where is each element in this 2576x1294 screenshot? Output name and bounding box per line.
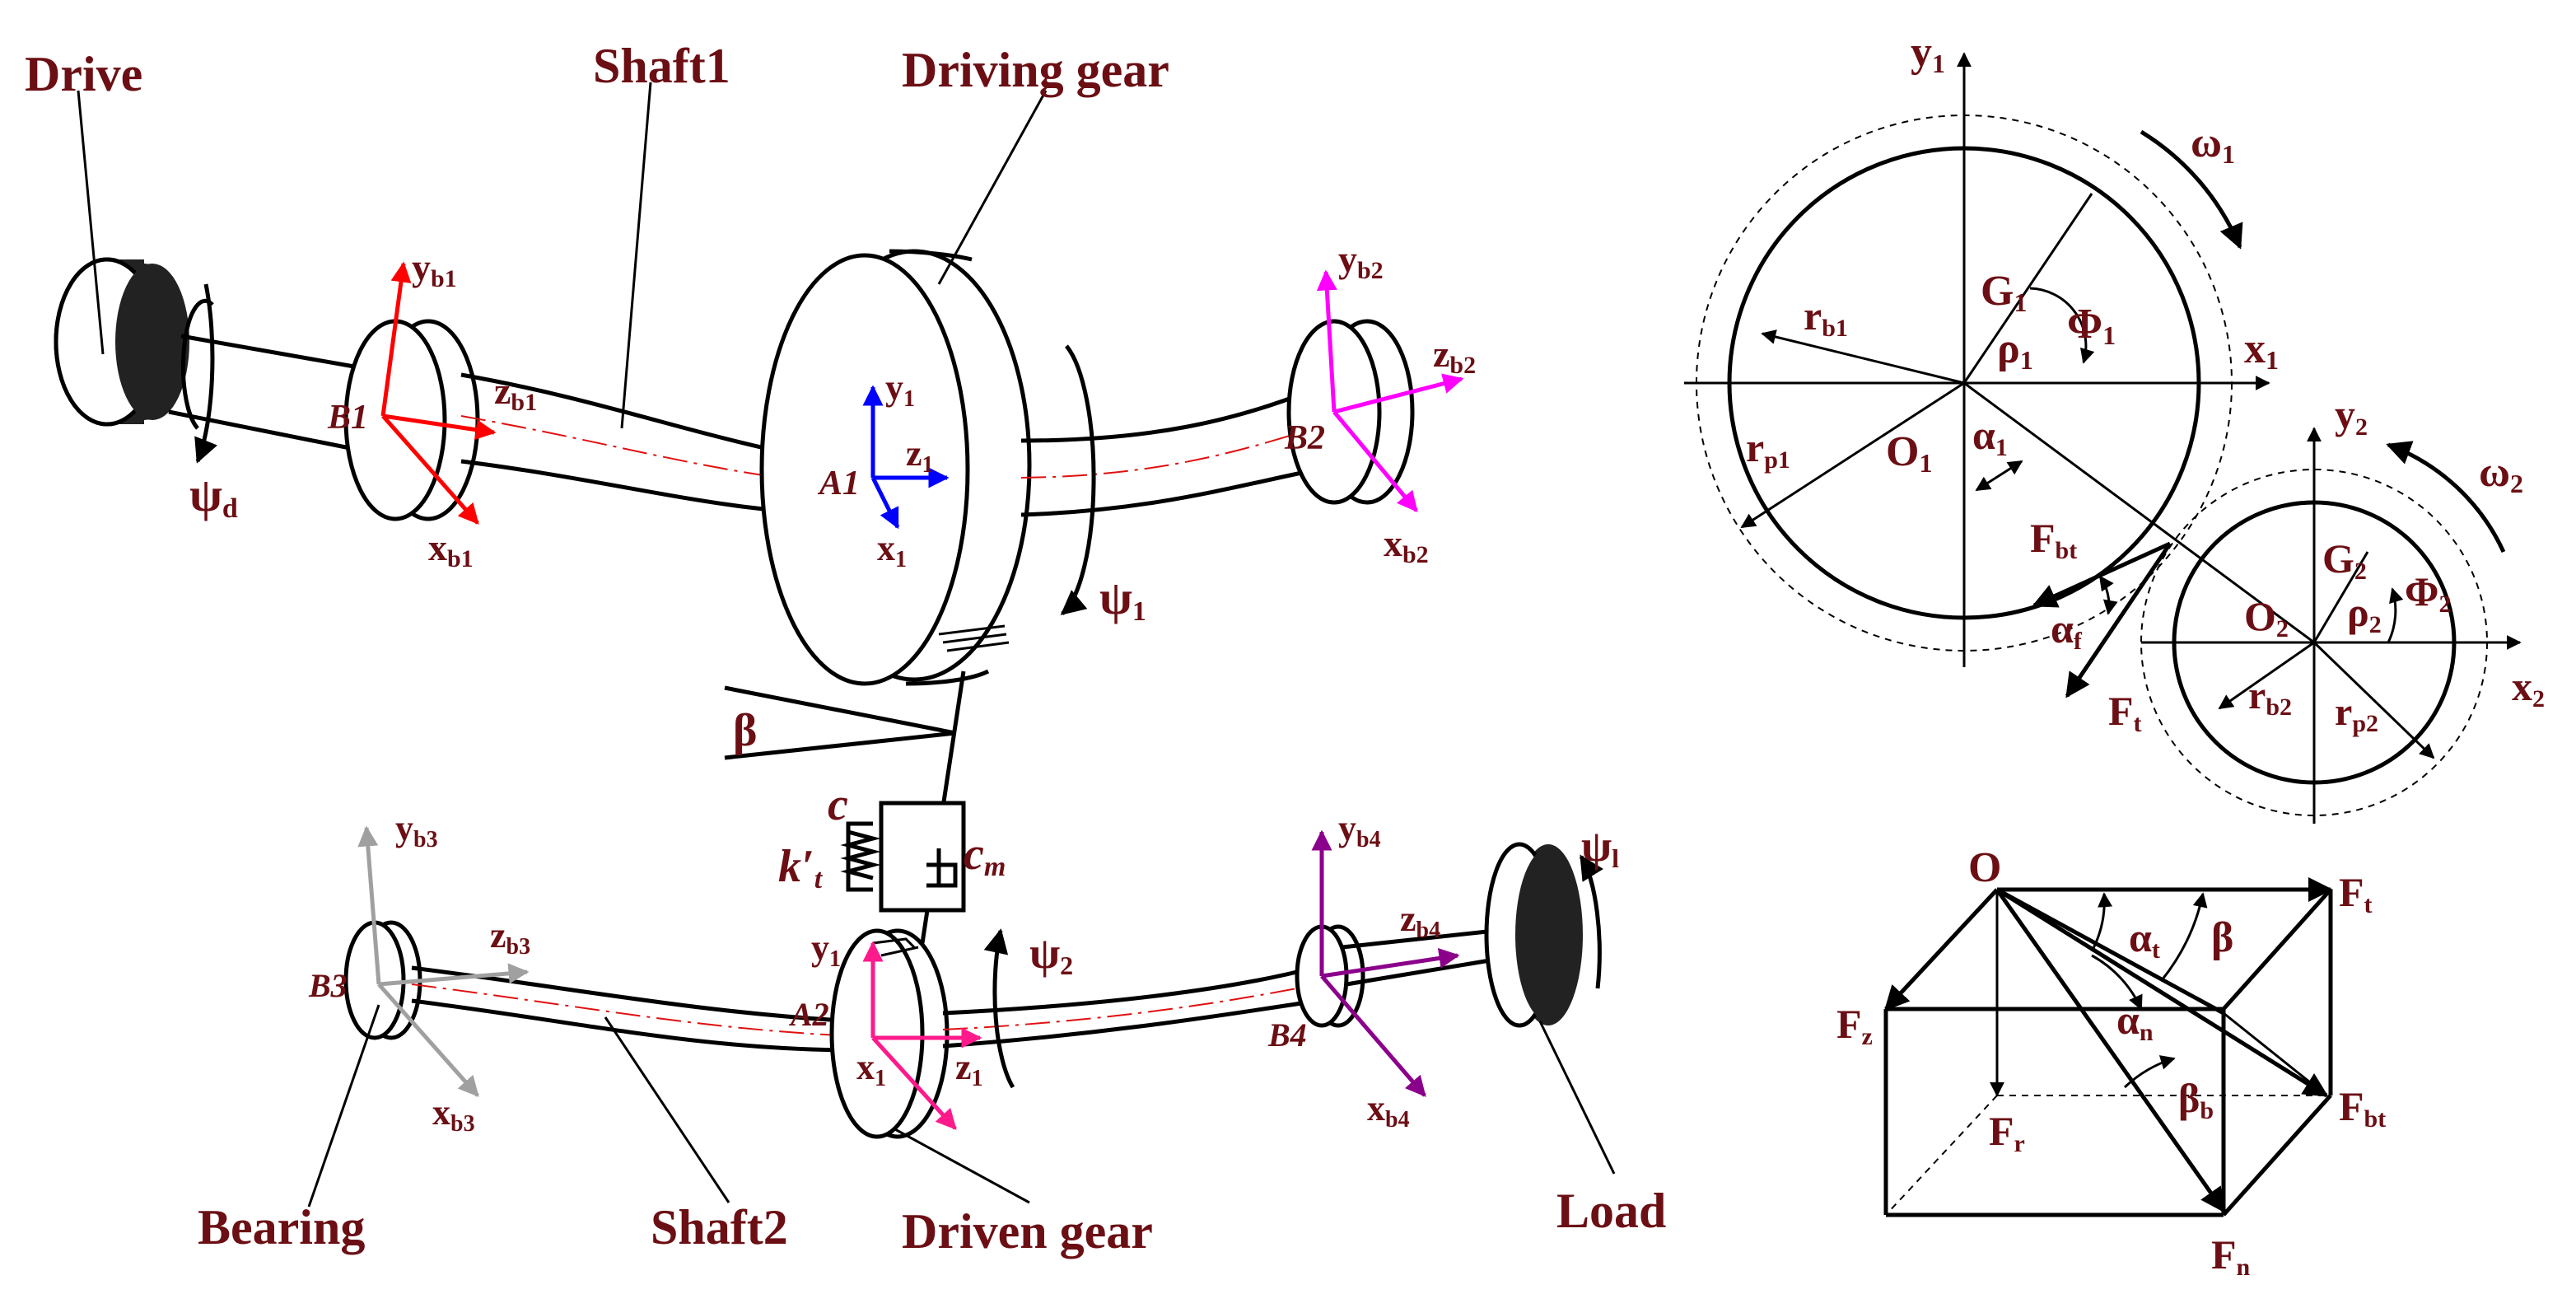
frame-gear2 bbox=[862, 941, 982, 1130]
frame-b1 bbox=[380, 261, 497, 525]
label-gd-omega1: ω1 bbox=[2191, 119, 2235, 169]
label-z-b4: zb4 bbox=[1400, 899, 1440, 943]
label-z-b2: zb2 bbox=[1433, 333, 1476, 379]
label-fd-alpha-t: αt bbox=[2129, 914, 2160, 964]
psi-l-arrow bbox=[1579, 854, 1604, 989]
label-fd-beta-b: βb bbox=[2178, 1075, 2214, 1124]
label-gd-omega2: ω2 bbox=[2479, 449, 2523, 498]
gear-pair-diagram bbox=[1684, 52, 2522, 824]
label-x-g1: x1 bbox=[877, 528, 907, 572]
label-x-b1: xb1 bbox=[428, 526, 474, 572]
label-gd-phi2: Φ2 bbox=[2405, 568, 2451, 618]
shaft1-right bbox=[1020, 389, 1318, 517]
label-B4: B4 bbox=[1267, 1016, 1307, 1053]
label-A2: A2 bbox=[788, 996, 829, 1033]
label-B1: B1 bbox=[327, 399, 368, 437]
label-fd-Fbt: Fbt bbox=[2339, 1083, 2386, 1133]
label-y-b4: yb4 bbox=[1338, 808, 1381, 853]
label-gd-Ft: Ft bbox=[2108, 688, 2142, 737]
label-c-m: cm bbox=[964, 829, 1006, 882]
label-fd-alpha-n: αn bbox=[2116, 997, 2154, 1046]
label-psi-1: ψ1 bbox=[1099, 571, 1146, 627]
label-gd-G2: G2 bbox=[2322, 535, 2367, 585]
label-gd-x2: x2 bbox=[2512, 663, 2545, 712]
label-fd-Fz: Fz bbox=[1836, 1001, 1873, 1050]
shaft2 bbox=[411, 965, 857, 1053]
force-decomposition-diagram bbox=[1883, 877, 2333, 1217]
mesh-coupling bbox=[724, 670, 966, 944]
label-psi-2: ψ2 bbox=[1029, 928, 1073, 980]
leader-lines bbox=[77, 82, 1616, 1208]
shaft-input bbox=[168, 298, 355, 451]
label-gd-O1: O1 bbox=[1886, 428, 1932, 478]
label-x-b3: xb3 bbox=[432, 1092, 475, 1137]
text-labels: Drive Shaft1 Driving gear Bearing Shaft2… bbox=[25, 29, 2545, 1281]
bearing-b4 bbox=[1295, 924, 1365, 1028]
psi-2-arrow bbox=[983, 928, 1015, 1089]
bearing-b2 bbox=[1286, 319, 1415, 505]
label-y-b2: yb2 bbox=[1338, 238, 1384, 284]
label-z-g1: z1 bbox=[906, 433, 934, 478]
frame-b2 bbox=[1316, 269, 1464, 512]
drive-motor bbox=[54, 257, 189, 427]
label-gd-rb1: rb1 bbox=[1804, 292, 1848, 342]
frame-gear1 bbox=[862, 385, 950, 530]
label-gd-rho1: ρ1 bbox=[1997, 325, 2033, 375]
label-x-b2: xb2 bbox=[1384, 522, 1429, 568]
frame-b3 bbox=[357, 825, 530, 1097]
label-gd-G1: G1 bbox=[1981, 268, 2027, 317]
label-fd-Fn: Fn bbox=[2211, 1231, 2251, 1281]
label-y-b3: yb3 bbox=[395, 808, 438, 853]
label-gd-alpha-f: αf bbox=[2051, 605, 2083, 655]
label-k-t: k′t bbox=[778, 841, 824, 895]
bearing-b1 bbox=[343, 319, 480, 521]
label-gd-y2: y2 bbox=[2335, 391, 2368, 441]
shaft2-right bbox=[942, 965, 1318, 1049]
label-shaft1: Shaft1 bbox=[593, 39, 730, 93]
label-driving-gear: Driving gear bbox=[902, 43, 1169, 97]
driven-gear bbox=[829, 928, 950, 1139]
label-B3: B3 bbox=[308, 967, 348, 1004]
label-gd-x1: x1 bbox=[2244, 325, 2279, 375]
frame-b4 bbox=[1311, 829, 1460, 1097]
label-B2: B2 bbox=[1284, 419, 1325, 457]
label-y-g1: y1 bbox=[885, 367, 915, 412]
label-gd-rp2: rp2 bbox=[2335, 690, 2378, 737]
psi-1-arrow bbox=[1060, 344, 1096, 615]
label-z-b1: zb1 bbox=[494, 370, 537, 416]
label-gd-Fbt: Fbt bbox=[2030, 515, 2077, 564]
label-beta: β bbox=[733, 705, 758, 756]
label-shaft2: Shaft2 bbox=[651, 1200, 788, 1254]
label-bearing: Bearing bbox=[198, 1200, 365, 1254]
label-drive: Drive bbox=[25, 47, 142, 101]
label-z-g2: z1 bbox=[955, 1047, 983, 1091]
label-fd-beta: β bbox=[2211, 914, 2233, 961]
label-x-g2: x1 bbox=[856, 1047, 886, 1091]
driving-gear bbox=[759, 249, 1032, 686]
label-gd-rho2: ρ2 bbox=[2347, 589, 2382, 638]
label-A1: A1 bbox=[817, 465, 860, 502]
label-fd-O: O bbox=[1968, 844, 2001, 891]
label-y-b1: yb1 bbox=[412, 246, 457, 292]
label-gd-rb2: rb2 bbox=[2248, 674, 2292, 721]
label-gd-rp1: rp1 bbox=[1746, 424, 1790, 474]
label-y-g2: y1 bbox=[811, 927, 841, 972]
label-gd-alpha1: α1 bbox=[1972, 412, 2008, 461]
label-load: Load bbox=[1556, 1184, 1666, 1238]
label-c: c bbox=[828, 779, 848, 830]
label-gd-y1: y1 bbox=[1911, 29, 1945, 78]
label-gd-O2: O2 bbox=[2244, 593, 2289, 642]
label-fd-Ft: Ft bbox=[2339, 869, 2373, 918]
load bbox=[1484, 842, 1583, 1028]
label-driven-gear: Driven gear bbox=[902, 1204, 1153, 1259]
label-x-b4: xb4 bbox=[1367, 1088, 1410, 1133]
label-gd-phi1: Φ1 bbox=[2067, 301, 2116, 350]
label-fd-Fr: Fr bbox=[1989, 1108, 2025, 1157]
label-psi-d: ψd bbox=[189, 468, 238, 524]
label-psi-l: ψl bbox=[1581, 821, 1619, 873]
label-z-b3: zb3 bbox=[490, 915, 530, 960]
psi-d-arrow bbox=[194, 283, 218, 464]
